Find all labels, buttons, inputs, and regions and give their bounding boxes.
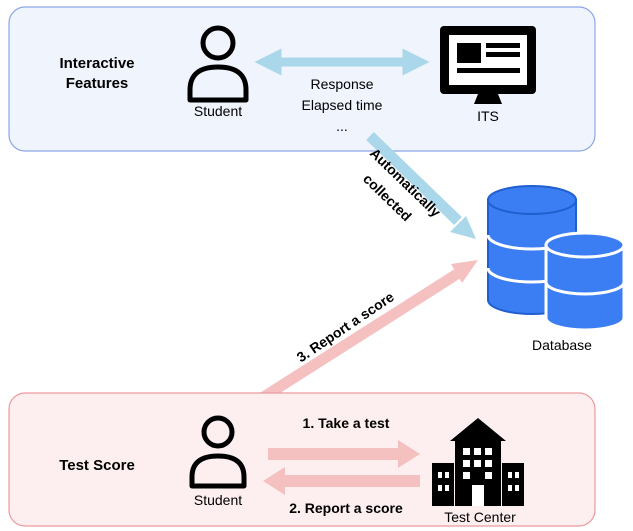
student-label: Student xyxy=(194,103,242,119)
test-score-title: Test Score xyxy=(59,457,135,474)
student-label-bottom: Student xyxy=(194,492,242,508)
student-person-icon xyxy=(187,25,249,103)
interactive-features-title-line2: Features xyxy=(66,75,129,92)
take-test-label: 1. Take a test xyxy=(303,415,390,431)
take-test-arrow xyxy=(268,440,420,468)
report-score-diagonal-arrow xyxy=(237,260,478,417)
database-icon xyxy=(486,185,626,332)
feature-more: ... xyxy=(336,118,348,134)
monitor-icon xyxy=(440,26,536,104)
report-score-label: 2. Report a score xyxy=(289,500,403,516)
student-person-icon-bottom xyxy=(189,415,247,489)
its-label: ITS xyxy=(477,108,499,124)
interactive-features-title-line1: Interactive xyxy=(59,55,134,72)
building-icon xyxy=(432,418,524,506)
test-center-label: Test Center xyxy=(444,509,516,525)
feature-elapsed-time: Elapsed time xyxy=(302,97,383,113)
database-label: Database xyxy=(532,337,592,353)
report-score-arrow xyxy=(263,467,420,495)
auto-collect-arrow xyxy=(366,132,476,239)
feature-response: Response xyxy=(310,76,373,92)
